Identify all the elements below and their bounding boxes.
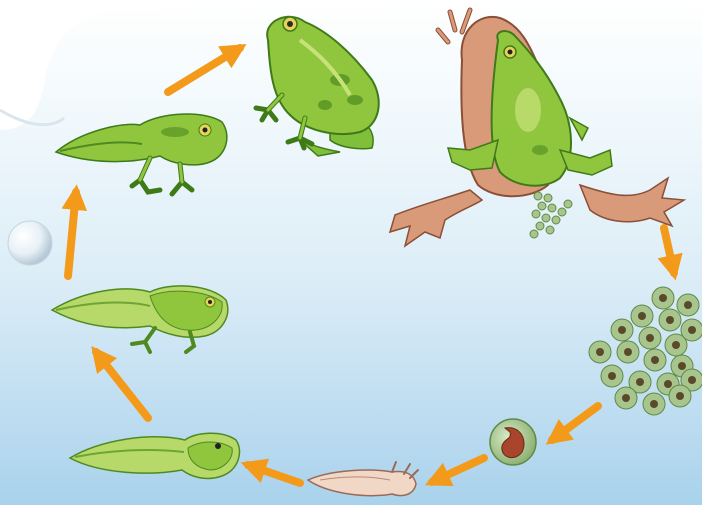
arrow-tadpole-to-legs xyxy=(96,352,148,418)
frog-egg-yolk xyxy=(688,326,696,334)
tadpole-legs-icon xyxy=(52,286,228,352)
frog-egg-yolk xyxy=(678,362,686,370)
adult-frog-icon xyxy=(256,17,379,156)
frog-egg-yolk xyxy=(672,341,680,349)
frog-egg-yolk xyxy=(624,348,632,356)
frog-egg-yolk xyxy=(608,372,616,380)
frog-egg-yolk xyxy=(651,356,659,364)
arrow-legs-to-froglet xyxy=(68,192,76,276)
bubble-icon xyxy=(8,221,52,265)
egg-embryo-icon xyxy=(490,419,536,465)
arrow-froglet-to-adult xyxy=(168,48,240,92)
arrow-embryo-to-hatchling xyxy=(432,458,484,482)
frogspawn-icon xyxy=(589,287,702,415)
frog-egg-yolk xyxy=(666,316,674,324)
frog-egg-yolk xyxy=(646,334,654,342)
arrow-spawn-to-embryo xyxy=(552,406,598,440)
frog-egg-yolk xyxy=(684,301,692,309)
frog-egg-yolk xyxy=(638,312,646,320)
froglet-icon xyxy=(56,114,227,194)
frog-egg-yolk xyxy=(636,378,644,386)
frog-egg-yolk xyxy=(688,376,696,384)
frog-egg-yolk xyxy=(596,348,604,356)
hatchling-tadpole-icon xyxy=(308,462,418,496)
frog-egg-yolk xyxy=(676,392,684,400)
mating-frogs-icon xyxy=(390,10,684,246)
frog-egg-yolk xyxy=(618,326,626,334)
arrow-pair-to-spawn xyxy=(664,228,674,273)
frog-egg-yolk xyxy=(664,380,672,388)
tadpole-icon xyxy=(70,433,240,478)
frog-egg-yolk xyxy=(650,400,658,408)
frog-egg-yolk xyxy=(622,394,630,402)
arrow-hatchling-to-tadpole xyxy=(248,465,300,483)
frog-egg-yolk xyxy=(659,294,667,302)
